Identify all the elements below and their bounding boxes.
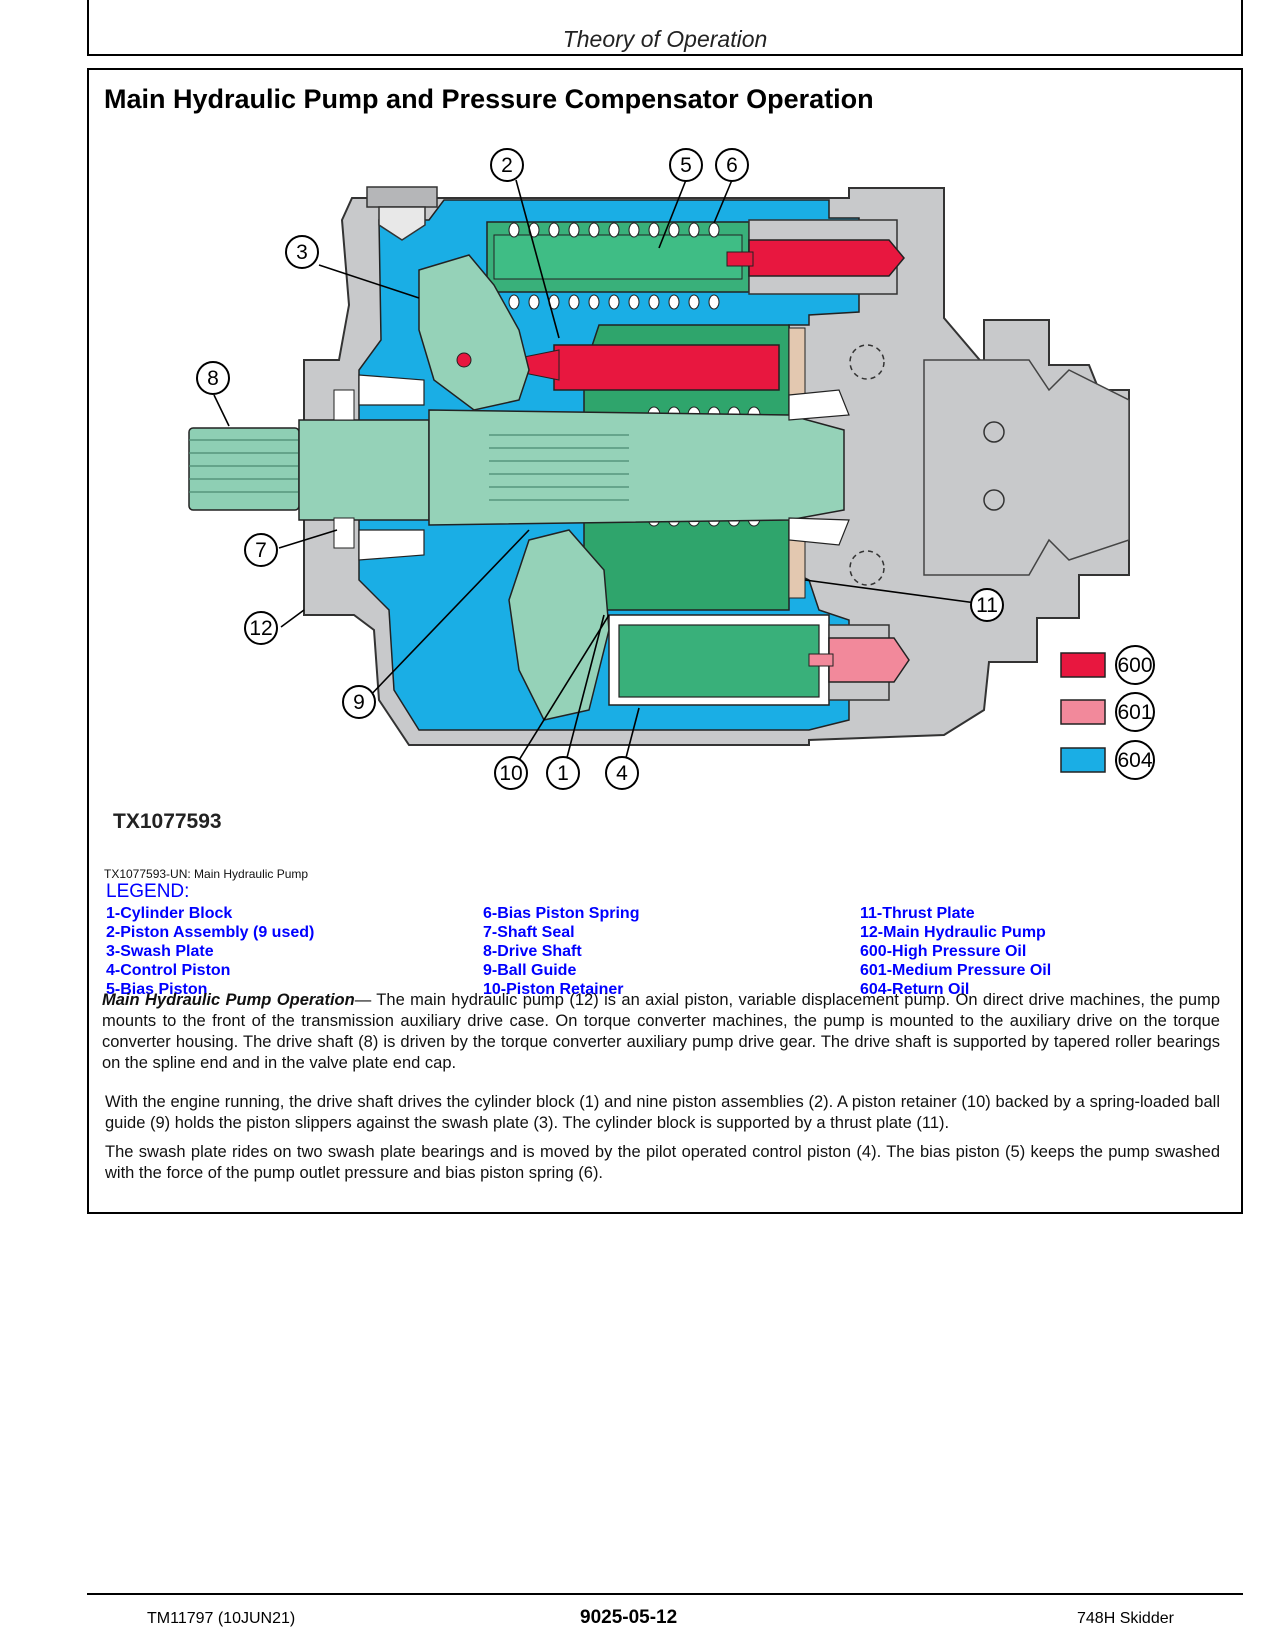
legend-item: 604-Return Oil bbox=[860, 981, 970, 998]
callout-12: 12 bbox=[249, 617, 272, 640]
pressure-color-key: 600 601 604 bbox=[1060, 645, 1155, 780]
callout-6: 6 bbox=[726, 154, 738, 177]
legend-item: 8-Drive Shaft bbox=[483, 943, 582, 960]
legend-item: 5-Bias Piston bbox=[106, 981, 208, 998]
callout-9: 9 bbox=[353, 691, 365, 714]
callout-8: 8 bbox=[207, 367, 219, 390]
callout-markers: 1 2 3 4 5 6 7 8 9 10 11 12 bbox=[196, 148, 1004, 790]
legend-item: 12-Main Hydraulic Pump bbox=[860, 924, 1046, 941]
legend-item: 7-Shaft Seal bbox=[483, 924, 575, 941]
color-key-label-601: 601 bbox=[1117, 701, 1152, 724]
paragraph-pump-operation: Main Hydraulic Pump Operation— The main … bbox=[102, 990, 1220, 1074]
legend-item: 3-Swash Plate bbox=[106, 943, 214, 960]
callout-3: 3 bbox=[296, 241, 308, 264]
figure-id: TX1077593 bbox=[113, 810, 222, 833]
callout-10: 10 bbox=[499, 762, 522, 785]
legend-item: 601-Medium Pressure Oil bbox=[860, 962, 1052, 979]
page-title: Main Hydraulic Pump and Pressure Compens… bbox=[104, 84, 874, 114]
control-piston bbox=[608, 614, 910, 706]
callout-5: 5 bbox=[680, 154, 692, 177]
content-box: Main Hydraulic Pump and Pressure Compens… bbox=[87, 68, 1243, 1214]
legend-item: 600-High Pressure Oil bbox=[860, 943, 1027, 960]
legend-item: 6-Bias Piston Spring bbox=[483, 905, 640, 922]
color-swatch-604 bbox=[1060, 747, 1106, 773]
footer-rule bbox=[87, 1593, 1243, 1595]
color-swatch-601 bbox=[1060, 699, 1106, 725]
legend: 1-Cylinder Block 2-Piston Assembly (9 us… bbox=[106, 905, 1206, 1005]
legend-item: 2-Piston Assembly (9 used) bbox=[106, 924, 315, 941]
paragraph-text: — The main hydraulic pump (12) is an axi… bbox=[102, 991, 1220, 1072]
callout-1: 1 bbox=[557, 762, 569, 785]
callout-7: 7 bbox=[255, 539, 267, 562]
paragraph-lead: Main Hydraulic Pump Operation bbox=[102, 991, 355, 1009]
figure-caption: TX1077593-UN: Main Hydraulic Pump bbox=[104, 867, 309, 881]
footer-machine-model: 748H Skidder bbox=[1077, 1610, 1174, 1627]
header-box: Theory of Operation bbox=[87, 0, 1243, 56]
footer-page-number: 9025-05-12 bbox=[580, 1607, 678, 1628]
legend-item: 1-Cylinder Block bbox=[106, 905, 233, 922]
color-key-label-604: 604 bbox=[1117, 749, 1152, 772]
callout-2: 2 bbox=[501, 154, 513, 177]
legend-title: LEGEND: bbox=[106, 881, 190, 902]
paragraph-swash-plate: The swash plate rides on two swash plate… bbox=[105, 1143, 1220, 1182]
paragraph-engine-running: With the engine running, the drive shaft… bbox=[105, 1093, 1220, 1132]
top-plug bbox=[366, 186, 438, 241]
footer-manual-id: TM11797 (10JUN21) bbox=[147, 1610, 296, 1627]
color-key-label-600: 600 bbox=[1117, 654, 1152, 677]
pump-cutaway-diagram: 600 601 604 1 2 3 4 5 6 bbox=[188, 148, 1155, 790]
callout-11: 11 bbox=[976, 594, 998, 617]
legend-item: 9-Ball Guide bbox=[483, 962, 577, 979]
section-header: Theory of Operation bbox=[562, 26, 768, 52]
swash-plate bbox=[418, 254, 610, 721]
bias-piston-assembly bbox=[486, 219, 905, 310]
callout-4: 4 bbox=[616, 762, 628, 785]
legend-item: 4-Control Piston bbox=[106, 962, 231, 979]
legend-item: 11-Thrust Plate bbox=[860, 905, 975, 922]
legend-item: 10-Piston Retainer bbox=[483, 981, 624, 998]
color-swatch-600 bbox=[1060, 652, 1106, 678]
callout-leaders bbox=[213, 179, 992, 774]
drive-shaft bbox=[188, 374, 850, 561]
